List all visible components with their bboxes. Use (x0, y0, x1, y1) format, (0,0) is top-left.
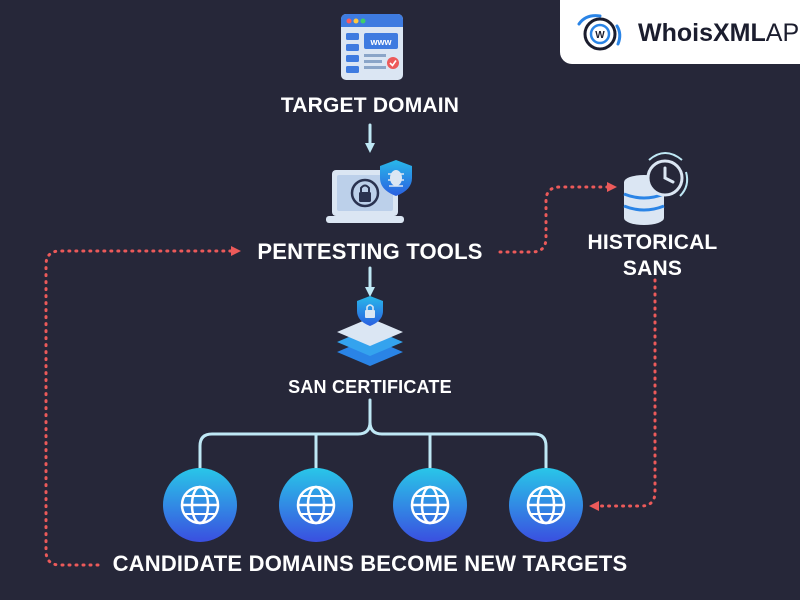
node-san-certificate: SAN CERTIFICATE (288, 377, 452, 397)
node-target-domain: TARGET DOMAIN (280, 94, 460, 117)
globe-icon (279, 468, 353, 542)
connector-san-tree (198, 398, 548, 472)
solid-connectors (198, 123, 548, 472)
browser-www-icon: www (341, 14, 403, 80)
brand-name-light: API (765, 19, 800, 47)
svg-text:www: www (369, 37, 392, 47)
whoisxmlapi-logo-icon: W (577, 14, 622, 51)
laptop-lock-bug-shield-icon (326, 160, 412, 223)
database-clock-icon (623, 152, 689, 225)
node-candidate-domains: CANDIDATE DOMAINS BECOME NEW TARGETS (112, 551, 628, 576)
brand-name-mid: XML (713, 19, 766, 47)
node-pentesting-tools: PENTESTING TOOLS (257, 239, 483, 264)
layers-shield-lock-icon (337, 296, 403, 366)
connector-historical-to-domains (589, 278, 657, 511)
loop-candidates-to-tools (44, 246, 241, 567)
globe-icon (393, 468, 467, 542)
brand-wordmark: WhoisXMLAPI (638, 19, 800, 48)
svg-text:W: W (595, 30, 605, 41)
node-historical-sans: HISTORICAL SANS (570, 230, 735, 282)
brand-logo: W WhoisXMLAPI (560, 0, 800, 64)
node-historical-sans-line1: HISTORICAL (587, 231, 718, 254)
domain-globes (163, 468, 583, 542)
brand-name-bold: Whois (638, 19, 713, 47)
globe-icon (163, 468, 237, 542)
dotted-connectors (44, 182, 657, 567)
globe-icon (509, 468, 583, 542)
node-historical-sans-line2: SANS (622, 257, 683, 280)
